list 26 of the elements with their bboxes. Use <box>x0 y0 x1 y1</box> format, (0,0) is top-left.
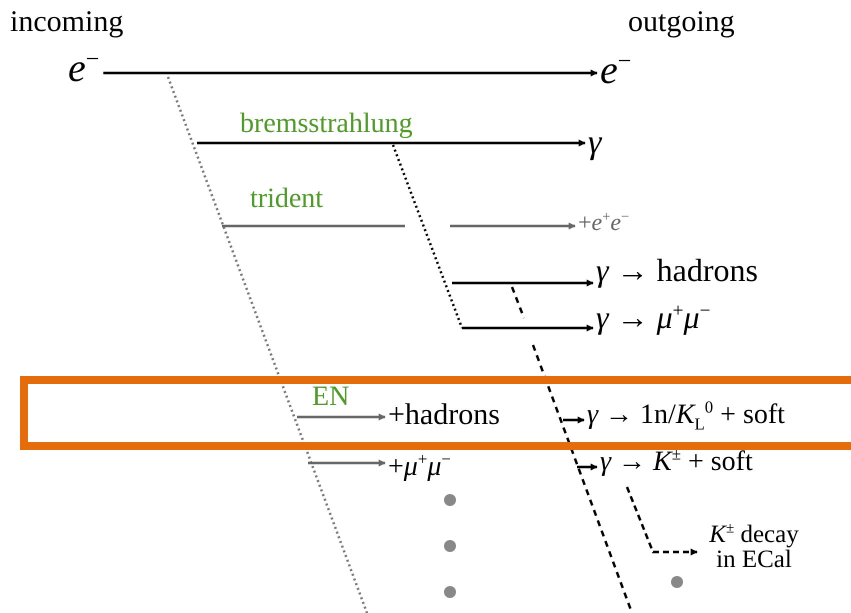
process-label: γ → 1n/K$_{L}$$^{0}$ + soft <box>587 400 785 431</box>
particle-label: e$^{−}$ <box>68 46 100 90</box>
arrow <box>626 486 698 556</box>
process-label: γ <box>588 124 602 162</box>
process-label: +e$^{+}$e$^{−}$ <box>578 210 630 236</box>
arrow <box>103 70 598 76</box>
process-label: γ → K$^{±}$ + soft <box>600 447 753 478</box>
arrow <box>308 460 386 466</box>
arrow <box>452 280 594 286</box>
process-label: K$^{±}$ decay in ECal <box>700 522 808 572</box>
arrow <box>563 416 585 424</box>
column-heading: outgoing <box>628 5 735 38</box>
arrow <box>297 414 386 420</box>
arrow <box>220 222 576 230</box>
arrow <box>577 464 598 470</box>
particle-label: e$^{−}$ <box>600 48 632 92</box>
column-heading: incoming <box>10 5 124 38</box>
process-label: γ → μ$^{+}$μ$^{−}$ <box>596 300 710 336</box>
edge-label: EN <box>312 383 350 411</box>
edge-label: bremsstrahlung <box>240 110 413 138</box>
process-label: +hadrons <box>388 398 500 431</box>
process-label: +μ$^{+}$μ$^{−}$ <box>388 452 451 483</box>
arrow <box>462 324 594 332</box>
edge-label: trident <box>250 185 324 213</box>
arrow <box>197 140 586 146</box>
process-label: γ → hadrons <box>596 253 758 288</box>
